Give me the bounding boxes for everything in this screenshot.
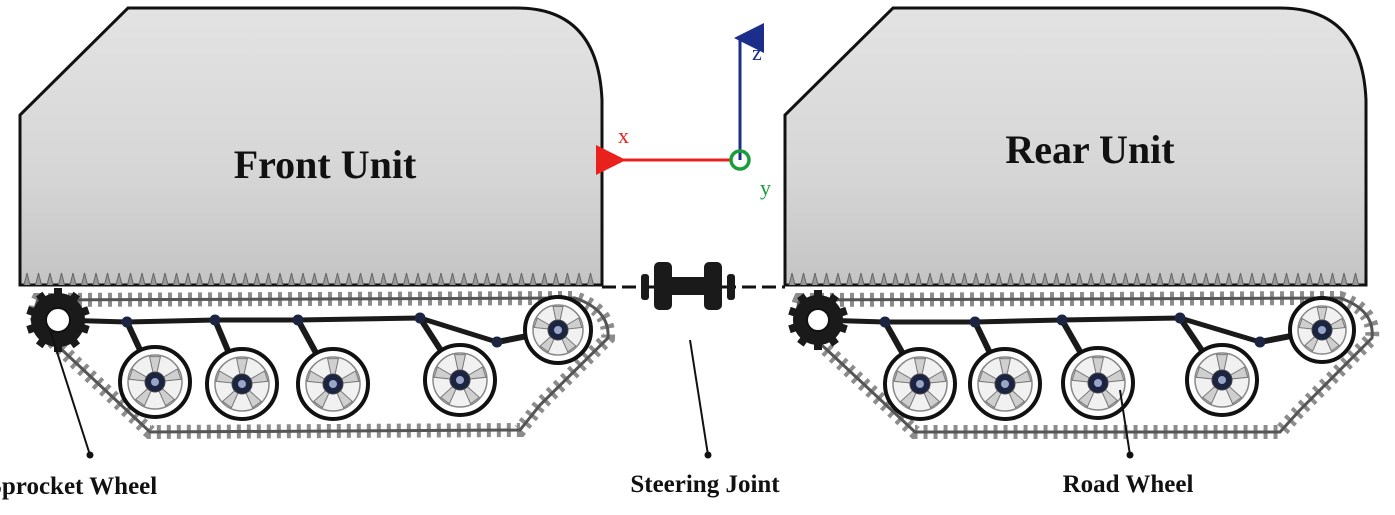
steering-joint-label: Steering Joint [630,471,780,498]
road-wheel-icon [205,347,279,421]
callouts: Sprocket Wheel Steering Joint Road Wheel [0,329,1194,500]
road-wheel-label: Road Wheel [1063,471,1194,498]
rear-road-wheels [883,296,1356,421]
road-wheel-icon [423,343,497,417]
road-wheel-icon [523,295,593,365]
rear-unit: Rear Unit [783,6,1380,439]
rear-unit-label: Rear Unit [1005,127,1175,172]
x-axis-label: x [618,123,629,148]
y-axis-label: y [760,175,771,200]
road-wheel-icon [118,345,192,419]
road-wheel-icon [968,347,1042,421]
coordinate-axes: x z y [596,23,771,200]
road-wheel-icon [883,347,957,421]
steering-joint-icon [602,262,785,310]
rear-unit-body [783,6,1368,287]
road-wheel-icon [296,347,370,421]
axis-origin-icon [729,149,751,171]
front-road-wheels [118,295,593,421]
rear-unit-track-teeth [788,272,1359,286]
front-unit: Front Unit [18,6,616,440]
sprocket-wheel-label: Sprocket Wheel [0,473,157,500]
road-wheel-icon [1185,343,1259,417]
front-unit-track-teeth [23,272,594,286]
road-wheel-icon [1061,346,1135,420]
front-unit-body [18,6,604,287]
sprocket-wheel-icon [26,288,90,352]
sprocket-wheel-icon [788,290,848,350]
front-unit-label: Front Unit [234,142,417,187]
road-wheel-icon [1288,296,1356,364]
z-axis-label: z [752,40,762,65]
